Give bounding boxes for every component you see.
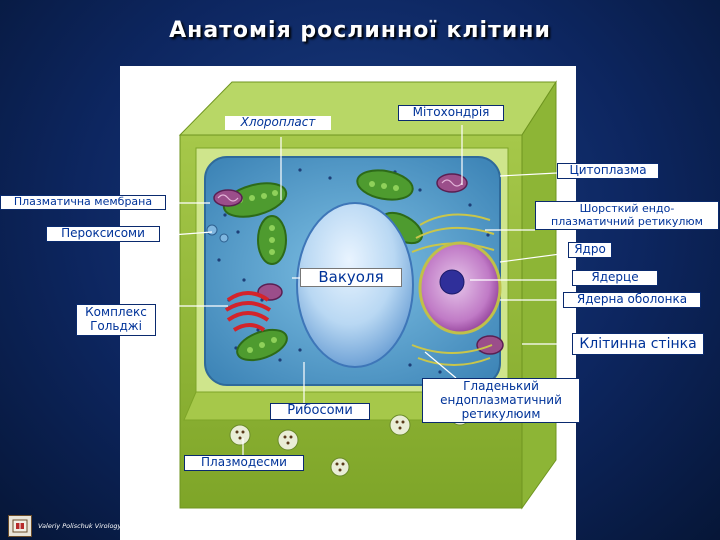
label-mitochondria: Мітохондрія [398,105,504,121]
label-cell-wall: Клітинна стінка [572,333,704,355]
label-peroxisomes: Пероксисоми [46,226,160,242]
label-nucleus: Ядро [568,242,612,258]
label-chloroplast: Хлоропласт [225,116,331,130]
label-golgi-line1: Комплекс [77,306,155,320]
label-vacuole: Вакуоля [300,268,402,287]
label-plasma-membrane: Плазматична мембрана [0,195,166,210]
label-plasmodesmata: Плазмодесми [184,455,304,471]
label-nuclear-envelope: Ядерна оболонка [563,292,701,308]
label-rough-er-line2: плазматичний ретикулюм [536,216,718,229]
label-ribosomes: Рибосоми [270,403,370,420]
label-smooth-er-line2: ендоплазматичний [423,394,579,408]
label-rough-er: Шорсткий ендо- плазматичний ретикулюм [535,201,719,230]
label-cytoplasm: Цитоплазма [557,163,659,179]
footer: Valeriy Polischuk Virology Department Ky… [8,515,338,537]
nucleus [420,243,500,333]
label-nucleolus: Ядерце [572,270,658,286]
footer-credit: Valeriy Polischuk Virology Department Ky… [38,522,304,530]
label-smooth-er: Гладенький ендоплазматичний ретикулюим [422,378,580,423]
university-logo-icon [8,515,32,537]
label-smooth-er-line3: ретикулюим [423,408,579,422]
label-golgi-line2: Гольджі [77,320,155,334]
label-smooth-er-line1: Гладенький [423,380,579,394]
label-golgi: Комплекс Гольджі [76,304,156,336]
label-rough-er-line1: Шорсткий ендо- [536,203,718,216]
